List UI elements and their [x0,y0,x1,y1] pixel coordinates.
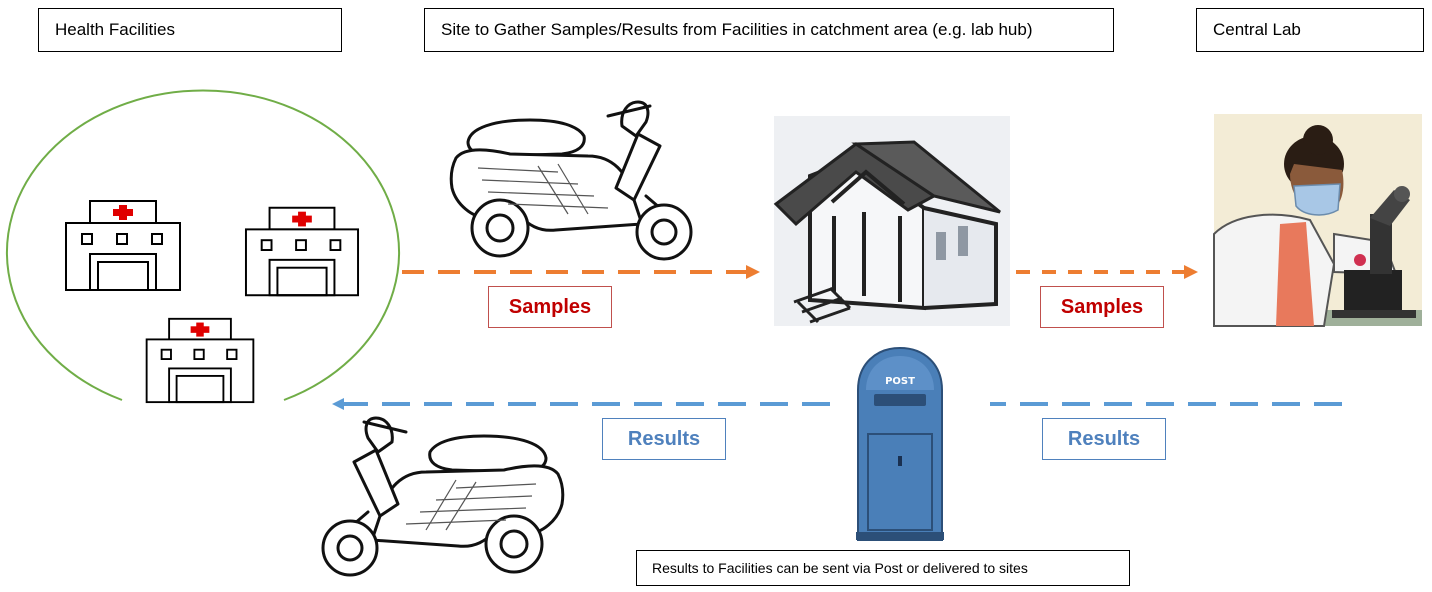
scooter-icon [321,416,565,577]
house-icon [773,116,1010,326]
central-lab-header: Central Lab [1196,8,1424,52]
delivery-note: Results to Facilities can be sent via Po… [636,550,1130,586]
postbox-label: POST [885,376,915,387]
hospital-building-icon [65,200,181,291]
results-label-from-lab: Results [1042,418,1166,460]
samples-arrow-to-hub [402,265,760,279]
lab-technician-icon [1213,114,1422,327]
results-arrow-to-facilities [332,398,830,410]
results-label-to-facilities: Results [602,418,726,460]
catchment-area-ellipse [6,89,400,401]
hospital-building-icon [145,317,255,404]
hub-header: Site to Gather Samples/Results from Faci… [424,8,1114,52]
hospital-building-icon [244,206,360,297]
health-facilities-header: Health Facilities [38,8,342,52]
postbox-icon: POST [856,346,944,541]
samples-label-to-hub: Samples [488,286,612,328]
samples-label-to-lab: Samples [1040,286,1164,328]
scooter-icon [449,100,693,261]
samples-arrow-to-lab [1016,265,1198,279]
